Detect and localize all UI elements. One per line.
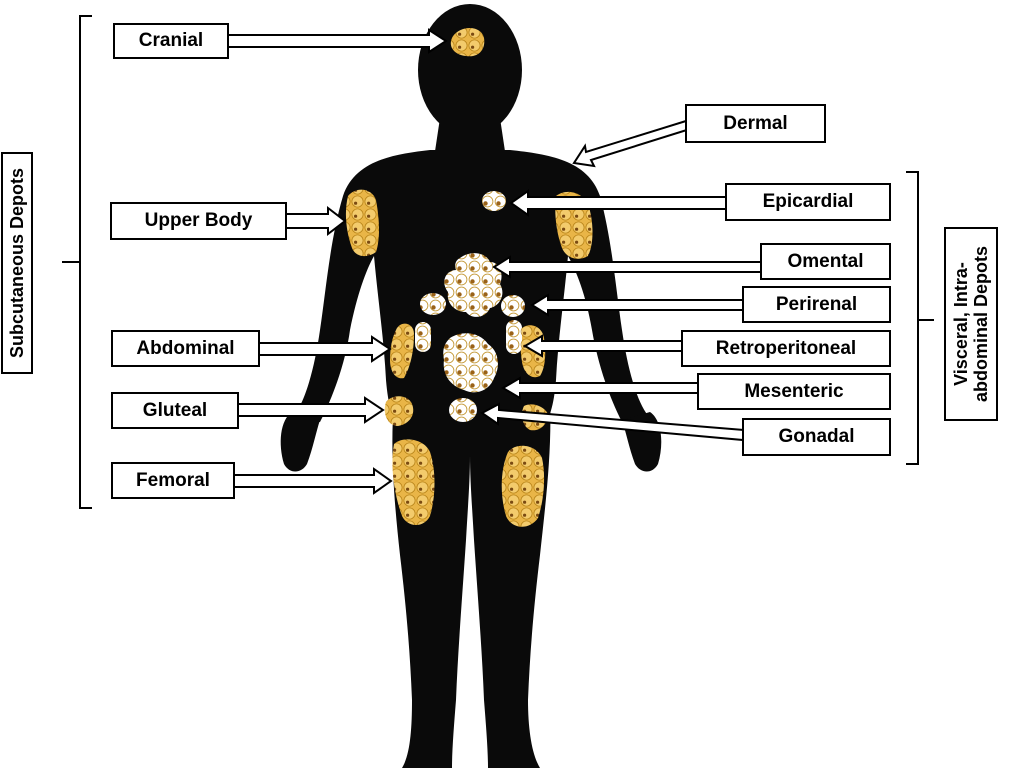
- retroperitoneal-fat-right: [506, 320, 522, 354]
- cranial-arrow: [227, 30, 446, 52]
- left-hand: [281, 412, 320, 472]
- perirenal-arrow: [532, 295, 744, 315]
- epicardial-fat: [482, 191, 506, 211]
- label-perirenal: Perirenal: [742, 286, 891, 323]
- label-cranial: Cranial: [113, 23, 229, 59]
- label-retroperitoneal: Retroperitoneal: [681, 330, 891, 367]
- label-abdominal: Abdominal: [111, 330, 260, 367]
- label-femoral: Femoral: [111, 462, 235, 499]
- label-gonadal: Gonadal: [742, 418, 891, 456]
- label-gluteal: Gluteal: [111, 392, 239, 429]
- visceral-title-line2: abdominal Depots: [971, 246, 991, 402]
- subcutaneous-bracket: [62, 16, 92, 508]
- label-dermal: Dermal: [685, 104, 826, 143]
- femoral-fat-right: [502, 446, 544, 527]
- femoral-arrow: [233, 469, 391, 493]
- label-upper-body: Upper Body: [110, 202, 287, 240]
- retroperitoneal-fat-left: [415, 322, 431, 352]
- subcutaneous-title-text: Subcutaneous Depots: [7, 168, 27, 358]
- perirenal-fat-left: [420, 293, 446, 315]
- head: [418, 4, 522, 136]
- gonadal-fat: [449, 398, 477, 422]
- visceral-title-line1: Visceral, Intra-: [951, 262, 971, 386]
- label-mesenteric: Mesenteric: [697, 373, 891, 410]
- visceral-bracket: [906, 172, 934, 464]
- subcutaneous-depots-title: Subcutaneous Depots: [1, 152, 33, 374]
- dermal-arrow: [574, 121, 690, 166]
- perirenal-fat-right: [501, 295, 525, 317]
- visceral-depots-title: Visceral, Intra- abdominal Depots: [944, 227, 998, 421]
- label-epicardial: Epicardial: [725, 183, 891, 221]
- label-omental: Omental: [760, 243, 891, 280]
